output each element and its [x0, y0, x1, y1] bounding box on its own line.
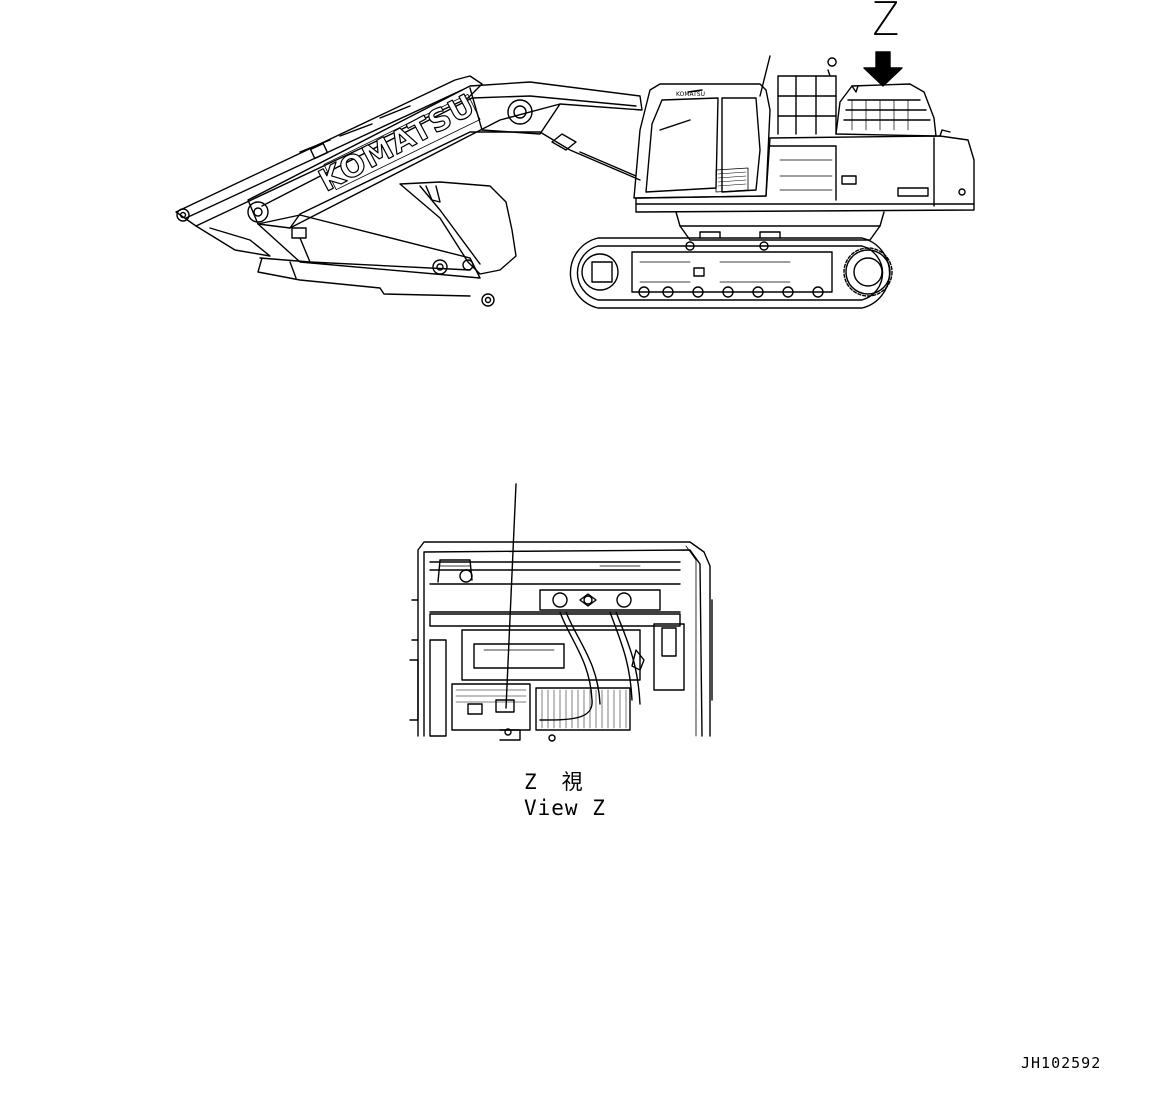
view-z-arrow: [863, 51, 903, 87]
leader-line-side: [759, 55, 771, 97]
leader-line-view-z: [505, 483, 517, 709]
view-z-caption-japanese: Z 視: [524, 770, 585, 794]
track-undercarriage: [569, 237, 893, 309]
view-z-caption-english: View Z: [524, 796, 606, 820]
engine-hood: [835, 83, 937, 137]
turntable: [675, 211, 885, 241]
view-z-detail: [409, 483, 713, 742]
bucket: [399, 181, 517, 275]
boom-cylinder: [539, 131, 641, 181]
excavator-side-view: KOMATSU: [175, 51, 975, 309]
svg-text:KOMATSU: KOMATSU: [676, 91, 705, 98]
view-z-label: Z: [872, 0, 900, 46]
handrail: [777, 57, 837, 135]
arm-cylinder: [257, 214, 495, 307]
drawing-number: JH102592: [1021, 1054, 1102, 1072]
upper-structure: [635, 129, 975, 213]
boom: [247, 81, 643, 229]
cab: KOMATSU: [633, 83, 771, 199]
arm: [175, 75, 483, 257]
